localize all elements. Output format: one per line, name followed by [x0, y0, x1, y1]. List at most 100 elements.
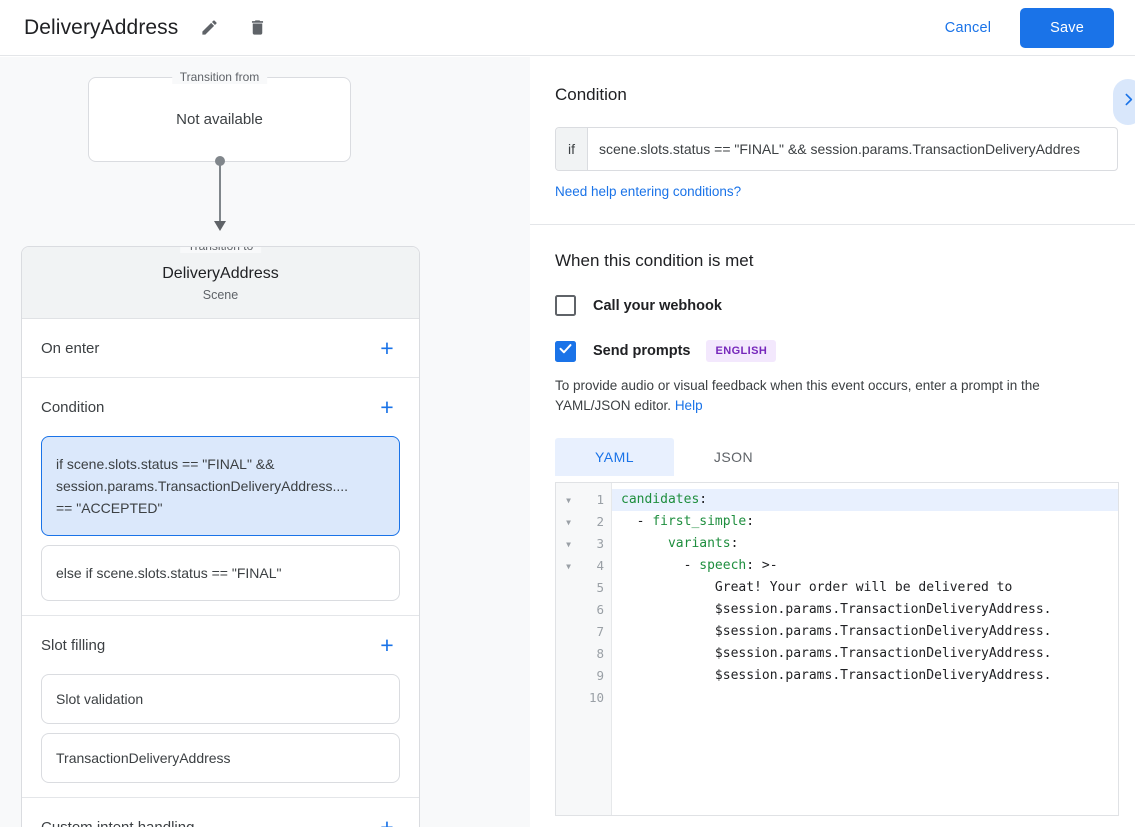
- line-number: 4: [596, 558, 604, 573]
- code-token: :: [699, 492, 708, 507]
- code-line: $session.params.TransactionDeliveryAddre…: [612, 643, 1118, 665]
- section-on-enter: On enter +: [22, 319, 419, 378]
- line-number: 8: [596, 646, 604, 661]
- cancel-button[interactable]: Cancel: [932, 11, 1004, 45]
- top-app-bar: DeliveryAddress Cancel Save: [0, 0, 1135, 56]
- line-number: 10: [588, 690, 604, 705]
- line-number: 2: [596, 514, 604, 529]
- prompts-hint-body: To provide audio or visual feedback when…: [555, 378, 1040, 413]
- fold-toggle-icon[interactable]: ▼: [566, 495, 571, 505]
- code-token: speech: [699, 558, 747, 573]
- editor-code-area[interactable]: candidates: - first_simple: variants: - …: [612, 483, 1118, 815]
- card-line: if scene.slots.status == "FINAL" &&: [56, 456, 275, 472]
- transition-to-legend: Transition to: [179, 247, 262, 253]
- slot-card[interactable]: TransactionDeliveryAddress: [41, 733, 400, 783]
- add-icon[interactable]: +: [380, 393, 394, 420]
- code-line: $session.params.TransactionDeliveryAddre…: [612, 665, 1118, 687]
- code-token: -: [621, 558, 700, 573]
- panel-divider: [530, 224, 1135, 225]
- code-token: first_simple: [652, 514, 747, 529]
- connector-line: [219, 161, 221, 223]
- condition-input-row: if: [555, 127, 1118, 171]
- add-icon[interactable]: +: [380, 813, 394, 827]
- fold-toggle-icon[interactable]: ▼: [566, 539, 571, 549]
- help-link[interactable]: Help: [674, 398, 703, 413]
- code-line: $session.params.TransactionDeliveryAddre…: [612, 621, 1118, 643]
- code-token: [621, 602, 715, 617]
- section-custom-intent-handling: Custom intent handling +: [22, 798, 419, 827]
- editor-fold-column: ▼ ▼ ▼ ▼: [556, 483, 581, 815]
- connector-arrow-icon: [214, 221, 226, 231]
- code-token: variants: [667, 536, 731, 551]
- code-line: candidates:: [612, 489, 1118, 511]
- section-header: On enter +: [22, 319, 419, 377]
- tab-json[interactable]: JSON: [713, 449, 754, 465]
- code-line: Great! Your order will be delivered to: [612, 577, 1118, 599]
- code-token: $session.params.TransactionDeliveryAddre…: [714, 646, 1052, 661]
- fold-spacer: [556, 577, 581, 599]
- code-token: :: [746, 558, 755, 573]
- fold-spacer: [556, 643, 581, 665]
- fold-toggle-icon[interactable]: ▼: [566, 517, 571, 527]
- edit-title-button[interactable]: [192, 11, 226, 45]
- code-token: [621, 668, 715, 683]
- condition-card[interactable]: else if scene.slots.status == "FINAL": [41, 545, 400, 601]
- code-token: [621, 580, 715, 595]
- prompts-hint-text: To provide audio or visual feedback when…: [555, 376, 1111, 416]
- condition-card[interactable]: if scene.slots.status == "FINAL" && sessi…: [41, 436, 400, 536]
- line-number: 5: [596, 580, 604, 595]
- webhook-row[interactable]: Call your webhook: [555, 295, 1135, 316]
- call-webhook-checkbox[interactable]: [555, 295, 576, 316]
- fold-spacer: [556, 621, 581, 643]
- add-icon[interactable]: +: [380, 334, 394, 361]
- condition-input[interactable]: [588, 128, 1117, 170]
- trash-icon: [248, 18, 267, 37]
- right-detail-panel: Condition if Need help entering conditio…: [530, 57, 1135, 827]
- section-title: Custom intent handling: [41, 818, 195, 827]
- code-line: variants:: [612, 533, 1118, 555]
- delete-button[interactable]: [240, 11, 274, 45]
- tab-yaml[interactable]: YAML: [555, 438, 674, 476]
- transition-to-header: DeliveryAddress Scene: [22, 247, 419, 319]
- line-number: 1: [596, 492, 604, 507]
- section-header: Condition +: [22, 378, 419, 436]
- code-token: [621, 646, 715, 661]
- fold-toggle-icon[interactable]: ▼: [566, 561, 571, 571]
- condition-heading: Condition: [555, 85, 627, 104]
- send-prompts-label: Send prompts: [593, 343, 691, 359]
- code-token: $session.params.TransactionDeliveryAddre…: [714, 624, 1052, 639]
- transition-from-value: Not available: [176, 111, 263, 128]
- code-token: Great! Your order will be delivered to: [714, 580, 1013, 595]
- card-line: == "ACCEPTED": [56, 500, 163, 516]
- editor-format-tabs: YAML JSON: [555, 438, 1135, 476]
- fold-spacer: [556, 665, 581, 687]
- transition-from-card: Transition from Not available: [88, 70, 351, 162]
- condition-met-section: When this condition is met Call your web…: [530, 225, 1135, 816]
- section-title: Condition: [41, 398, 105, 416]
- code-token: $session.params.TransactionDeliveryAddre…: [714, 668, 1052, 683]
- pencil-icon: [200, 18, 219, 37]
- page-title: DeliveryAddress: [24, 15, 179, 39]
- line-number: 7: [596, 624, 604, 639]
- need-help-conditions-link[interactable]: Need help entering conditions?: [555, 184, 742, 199]
- top-bar-actions: Cancel Save: [932, 7, 1114, 48]
- section-condition: Condition + if scene.slots.status == "FINA…: [22, 378, 419, 616]
- section-title: On enter: [41, 339, 100, 357]
- expand-panel-button[interactable]: [1113, 79, 1135, 125]
- code-line: - first_simple:: [612, 511, 1118, 533]
- slot-card[interactable]: Slot validation: [41, 674, 400, 724]
- send-prompts-row[interactable]: Send prompts ENGLISH: [555, 340, 1135, 362]
- card-line: session.params.TransactionDeliveryAddres…: [56, 478, 349, 494]
- code-token: >-: [754, 558, 778, 573]
- add-icon[interactable]: +: [380, 631, 394, 658]
- left-flow-panel: Transition from Not available Transition…: [0, 57, 530, 827]
- line-number: 6: [596, 602, 604, 617]
- transition-from-legend: Transition from: [171, 70, 268, 84]
- send-prompts-checkbox[interactable]: [555, 340, 576, 362]
- save-button[interactable]: Save: [1020, 7, 1114, 48]
- condition-if-prefix: if: [556, 128, 588, 170]
